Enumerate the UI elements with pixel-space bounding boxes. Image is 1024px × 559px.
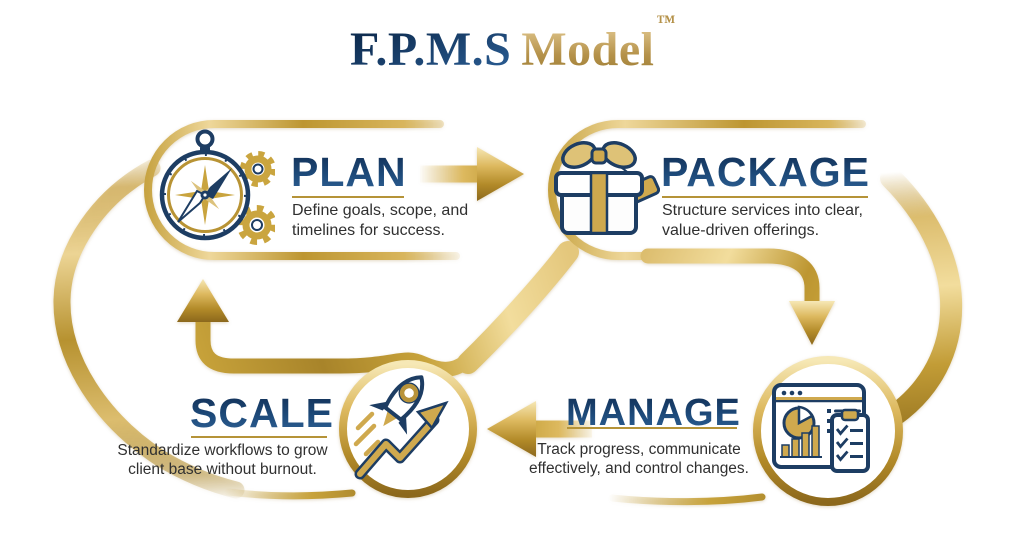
stage-heading-manage: MANAGE: [566, 392, 741, 434]
package-capsule-outline: [548, 120, 866, 260]
description-line: timelines for success.: [292, 221, 445, 239]
manage-to-scale-arrowhead: [487, 401, 536, 457]
rocket-icon: [369, 375, 425, 435]
growth-arrow: [354, 400, 449, 480]
trademark-symbol: ™: [656, 12, 676, 33]
compass-gears-icon: [159, 129, 275, 245]
heading-underline-manage: [567, 427, 737, 429]
description-line: Standardize workflows to grow: [117, 442, 328, 459]
stage-description-plan: Define goals, scope, and timelines for s…: [292, 201, 502, 240]
manage-capsule-extension: [608, 493, 766, 506]
stage-heading-package: PACKAGE: [661, 149, 870, 195]
stage-description-scale: Standardize workflows to grow client bas…: [105, 442, 340, 480]
heading-underline-package: [662, 196, 868, 198]
title-acronym: F.P.M.S: [350, 23, 512, 76]
gear-icon: [237, 151, 275, 245]
package-to-manage-arrowhead: [789, 301, 835, 345]
pie-chart-icon: [782, 405, 816, 440]
plan-capsule-outline: [144, 120, 460, 260]
scale-to-plan-arrow-shaft: [195, 308, 478, 377]
description-line: Track progress, communicate: [537, 441, 741, 458]
scale-to-plan-arrowhead: [177, 279, 229, 322]
heading-underline-scale: [191, 436, 327, 438]
description-line: Define goals, scope, and: [292, 202, 469, 219]
gift-box-icon: [554, 141, 660, 235]
heading-underline-plan: [292, 196, 404, 198]
description-line: value-driven offerings.: [662, 221, 820, 239]
rocket-growth-icon: [353, 375, 449, 480]
scale-capsule-extension: [224, 488, 356, 500]
stage-heading-plan: PLAN: [291, 149, 407, 195]
left-loop-ribbon: [53, 159, 245, 499]
description-line: client base without burnout.: [128, 460, 317, 478]
stage-description-package: Structure services into clear, value-dri…: [662, 201, 897, 240]
plan-to-package-arrowhead: [477, 147, 524, 201]
stage-heading-scale: SCALE: [190, 390, 334, 436]
package-to-manage-arrow-shaft: [640, 248, 820, 311]
checklist-clipboard-icon: [830, 408, 870, 473]
bar-chart-icon: [780, 425, 822, 458]
right-loop-ribbon: [875, 167, 963, 432]
dashboard-clipboard-icon: [772, 383, 870, 473]
speed-lines: [353, 411, 381, 457]
title-word: Model: [521, 23, 655, 76]
stage-description-manage: Track progress, communicate effectively,…: [520, 441, 758, 479]
scale-package-ribbon: [457, 241, 579, 374]
description-line: Structure services into clear,: [662, 202, 863, 219]
description-line: effectively, and control changes.: [528, 459, 749, 477]
